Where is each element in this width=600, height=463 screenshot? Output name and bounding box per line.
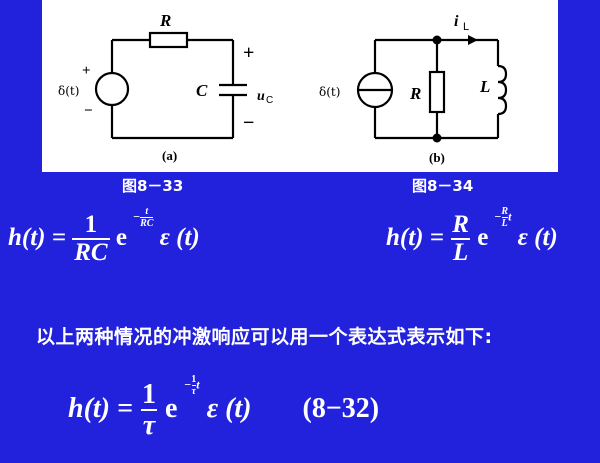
formula-rc-numerator: 1: [84, 211, 98, 238]
formula-rc-exp-den: RC: [140, 217, 154, 229]
formula-rc-exp-base: e: [115, 223, 127, 251]
inductor-b-label: L: [479, 77, 490, 96]
formula-rl-lhs: h(t) =: [386, 223, 444, 251]
resistor-a: [148, 31, 189, 49]
source-a-minus: −: [84, 103, 93, 119]
formula-general-denominator: τ: [140, 409, 158, 442]
explanation-text: 以上两种情况的冲激响应可以用一个表达式表示如下:: [36, 326, 493, 348]
current-subscript: L: [463, 21, 469, 33]
formula-general-exp-den: τ: [191, 385, 196, 397]
voltage-u-label: u: [257, 89, 265, 104]
source-b-label: δ(t): [319, 85, 340, 99]
formula-general-exp-var: t: [196, 377, 200, 392]
current-arrow: [468, 35, 478, 45]
formula-general-tail: ε (t): [206, 392, 252, 424]
formula-rc-exp-num: t: [145, 206, 149, 217]
formula-rc-fraction: 1 RC: [72, 211, 110, 267]
equation-number: (8−32): [302, 392, 380, 424]
formula-general-exp-num: 1: [191, 374, 197, 385]
node-bottom: [432, 133, 442, 143]
figure-caption-8-33: 图8－33: [122, 177, 184, 195]
capacitor-a-label: C: [196, 81, 208, 100]
circuit-a: [94, 31, 247, 140]
formula-rl-exp-var: t: [508, 209, 512, 224]
circuit-a-label: (a): [162, 148, 177, 163]
formula-rc-tail: ε (t): [159, 223, 200, 251]
formula-general-lhs: h(t) =: [68, 392, 133, 424]
formula-rl-tail: ε (t): [517, 223, 558, 251]
formula-rl-numerator: R: [452, 211, 469, 238]
formula-general-fraction: 1 τ: [140, 380, 158, 441]
circuit-diagrams: R C + − + − (a) i R L (b) L u C δ(t) δ(t…: [58, 11, 508, 165]
formula-rc-denominator: RC: [72, 238, 110, 267]
formula-rl-exp-num: R: [501, 206, 509, 217]
formula-general-exp-base: e: [164, 392, 178, 424]
inductor-b: [497, 64, 508, 116]
resistor-a-label: R: [159, 11, 171, 30]
resistor-b: [428, 70, 446, 114]
circuit-b-label: (b): [429, 150, 445, 165]
capacitor-minus: −: [243, 112, 254, 134]
source-a-plus: +: [82, 63, 91, 79]
formula-rl-denominator: L: [450, 238, 471, 267]
resistor-b-label: R: [409, 84, 421, 103]
capacitor-plus: +: [243, 42, 254, 64]
formula-rl-exp-den: L: [501, 217, 508, 229]
node-top: [432, 35, 442, 45]
voltage-subscript: C: [266, 95, 273, 106]
formula-rc-lhs: h(t) =: [8, 223, 66, 251]
source-a-label: δ(t): [58, 84, 79, 98]
voltage-source-a: [94, 71, 130, 107]
figure-caption-8-34: 图8－34: [412, 177, 474, 195]
current-label: i: [454, 13, 459, 30]
formula-rl-exp-base: e: [477, 223, 489, 251]
formula-rl-fraction: R L: [450, 211, 471, 267]
formula-general-numerator: 1: [141, 379, 156, 410]
